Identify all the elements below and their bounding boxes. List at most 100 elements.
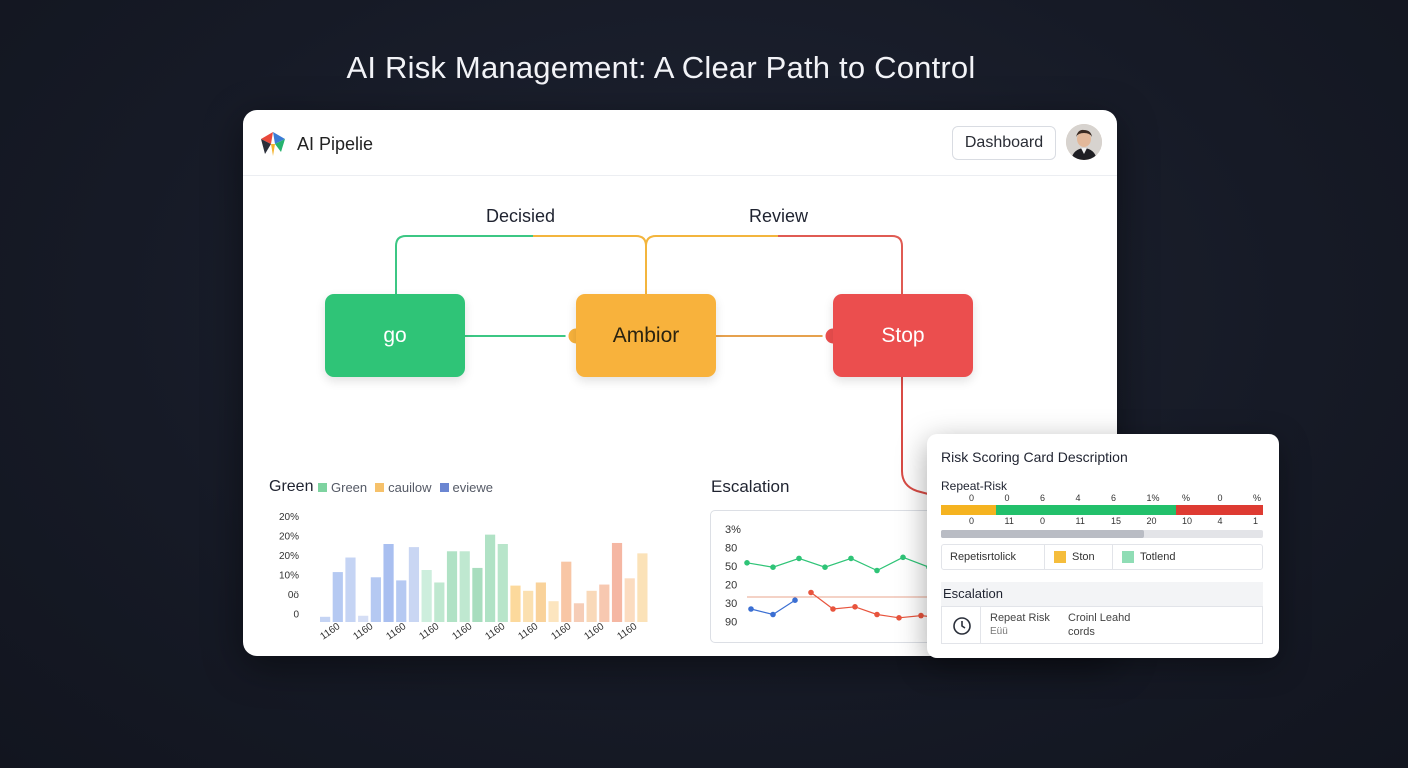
- risk-tick-bottom: 20: [1146, 516, 1157, 526]
- bar: [370, 577, 381, 622]
- risk-tick-bottom: 15: [1111, 516, 1122, 526]
- escalation-col2: Croinl Leahd: [1068, 612, 1131, 624]
- legend-item-eviewe: eviewe: [439, 480, 493, 495]
- bar: [446, 551, 458, 622]
- bar-y-tick: 20%: [279, 532, 299, 543]
- bar: [472, 567, 483, 622]
- bar: [497, 544, 508, 622]
- bar: [485, 534, 496, 622]
- risk-tick-top: 6: [1040, 493, 1046, 503]
- series-point-red: [808, 589, 814, 596]
- series-point-green: [848, 555, 854, 562]
- series-point-blue: [770, 611, 776, 618]
- bar: [548, 601, 559, 622]
- bar: [358, 615, 369, 622]
- risk-tick-top: 6: [1111, 493, 1117, 503]
- app-logo-icon: [261, 132, 285, 156]
- line-y-tick: 30: [725, 598, 737, 610]
- legend-item-green: Green: [318, 480, 367, 495]
- risk-progress-fill: [941, 530, 1144, 538]
- bar-x-tick: 1160: [615, 621, 639, 643]
- risk-tick-bottom: 11: [1004, 516, 1014, 526]
- bar: [421, 570, 432, 622]
- bar: [573, 603, 585, 622]
- risk-legend-item-1: Repetisrtolick: [950, 551, 1017, 563]
- line-y-tick: 3%: [725, 524, 741, 536]
- app-window: AI Pipelie Dashboard Decisied Review go …: [243, 110, 1117, 656]
- bar: [611, 542, 623, 622]
- avatar-person-icon: [1066, 124, 1102, 160]
- risk-tick-top: 0: [1004, 493, 1010, 503]
- clock-icon: [953, 617, 971, 635]
- risk-legend-item-ston: Ston: [1054, 551, 1095, 563]
- legend-item-cauilow: cauilow: [375, 480, 432, 495]
- bar: [586, 590, 597, 622]
- series-point-green: [770, 564, 776, 570]
- bar-legend: Green cauilow eviewe: [318, 480, 493, 495]
- bar: [345, 557, 356, 622]
- bar-y-tick: 0: [293, 610, 299, 621]
- bar-y-tick: 20%: [279, 551, 299, 562]
- risk-legend: Repetisrtolick Ston Totlend: [941, 544, 1263, 570]
- bar-y-tick: 20%: [279, 512, 299, 523]
- risk-tick-top: %: [1182, 493, 1191, 503]
- risk-ticks-top: 0 0 6 4 6 1%% 0%: [941, 493, 1263, 505]
- risk-tick-top: 0: [1217, 493, 1223, 503]
- bar-x-tick: 1160: [483, 621, 507, 643]
- series-point-red: [830, 606, 836, 612]
- risk-tick-top: 4: [1075, 493, 1081, 503]
- risk-card-subtitle: Repeat-Risk: [941, 479, 1008, 493]
- series-point-red: [896, 615, 902, 621]
- risk-tick-top: %: [1253, 493, 1262, 503]
- flow-node-stop[interactable]: Stop: [833, 294, 973, 377]
- series-point-green: [822, 564, 828, 570]
- series-point-green: [744, 560, 750, 566]
- risk-tick-bottom: 0: [1040, 516, 1046, 526]
- flow-node-go[interactable]: go: [325, 294, 465, 377]
- risk-scoring-card: Risk Scoring Card Description Repeat-Ris…: [927, 434, 1279, 658]
- bar-x-tick: 1160: [450, 621, 474, 643]
- series-point-green: [874, 567, 880, 574]
- risk-tick-bottom: 10: [1182, 516, 1193, 526]
- risk-tick-top: 0: [969, 493, 975, 503]
- series-point-green: [900, 554, 906, 561]
- escalation-chart-title: Escalation: [711, 477, 790, 496]
- page-headline: AI Risk Management: A Clear Path to Cont…: [346, 50, 976, 85]
- flow-node-ambior[interactable]: Ambior: [576, 294, 716, 377]
- bar: [523, 590, 534, 622]
- series-point-blue: [748, 606, 754, 612]
- bar: [510, 585, 521, 622]
- bar-x-tick: 1160: [384, 621, 408, 643]
- bar: [637, 553, 648, 622]
- bar-x-tick: 1160: [582, 621, 606, 643]
- bar: [624, 578, 635, 622]
- risk-tick-top: 1%: [1146, 493, 1160, 503]
- line-y-tick: 90: [725, 617, 737, 629]
- flow-label-decisied: Decisied: [486, 206, 556, 226]
- series-point-red: [874, 611, 880, 618]
- bar-panel-title: Green: [269, 478, 314, 495]
- risk-score-bar: [941, 505, 1263, 515]
- bar-x-tick: 1160: [516, 621, 540, 643]
- series-point-red: [852, 604, 858, 610]
- flow-label-review: Review: [749, 206, 809, 226]
- series-point-red: [918, 612, 924, 619]
- risk-card-title: Risk Scoring Card Description: [941, 449, 1128, 465]
- bar: [459, 551, 470, 622]
- bar: [383, 544, 394, 622]
- bar: [535, 582, 546, 622]
- user-avatar[interactable]: [1066, 124, 1102, 160]
- bar: [408, 547, 420, 622]
- bar: [332, 572, 343, 622]
- escalation-col1: Repeat Risk: [990, 612, 1050, 624]
- bar-y-tick: 0ö: [288, 590, 300, 601]
- dashboard-button[interactable]: Dashboard: [952, 126, 1056, 160]
- risk-tick-bottom: 4: [1217, 516, 1223, 526]
- risk-escalation-row[interactable]: Repeat Risk Eüü Croinl Leahd cords: [941, 606, 1263, 644]
- series-point-blue: [792, 597, 798, 603]
- line-y-tick: 20: [725, 580, 737, 592]
- escalation-col1-sub: Eüü: [990, 626, 1008, 637]
- risk-segment: [941, 505, 996, 515]
